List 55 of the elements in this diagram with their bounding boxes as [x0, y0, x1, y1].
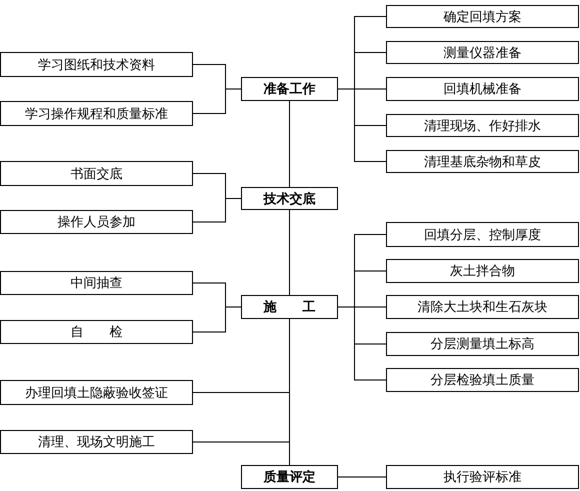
- task-label: 测量仪器准备: [444, 44, 522, 62]
- task-label: 清理基底杂物和草皮: [424, 154, 541, 170]
- task-box: [0, 380, 193, 405]
- task-box: [386, 77, 579, 101]
- task-box: [386, 41, 579, 64]
- task-box: [386, 222, 579, 247]
- task-label: 学习操作规程和质量标准: [25, 106, 168, 122]
- task-box: [0, 161, 193, 186]
- task-label: 办理回填土隐蔽验收签证: [25, 384, 168, 402]
- task-box: [0, 271, 193, 295]
- stage-label: 施 工: [264, 299, 316, 316]
- stage-label: 准备工作: [264, 81, 316, 98]
- connector-line: [289, 318, 290, 466]
- connector-line: [289, 100, 290, 188]
- connector-line: [192, 198, 242, 222]
- task-box: [0, 210, 193, 234]
- task-label: 回填分层、控制厚度: [424, 226, 541, 244]
- task-box: [386, 295, 579, 319]
- connector-line: [289, 210, 290, 296]
- task-label: 确定回填方案: [444, 8, 522, 26]
- task-box: [386, 259, 579, 283]
- task-label: 书面交底: [70, 166, 122, 182]
- task-label: 自 检: [70, 324, 122, 341]
- task-label: 分层测量填土标高: [430, 336, 534, 353]
- stage-box: [241, 77, 338, 101]
- task-box: [386, 114, 579, 137]
- task-label: 清理现场、作好排水: [424, 118, 541, 134]
- stage-box: [241, 295, 338, 319]
- stage-label: 质量评定: [264, 468, 316, 486]
- task-label: 操作人员参加: [58, 214, 136, 231]
- task-box: [0, 52, 193, 77]
- task-box: [386, 332, 579, 356]
- task-label: 清理、现场文明施工: [38, 434, 155, 451]
- stage-box: [241, 465, 338, 489]
- connector-line: [338, 88, 386, 162]
- connector-line: [192, 88, 242, 114]
- task-box: [386, 465, 579, 489]
- task-label: 灰土拌合物: [450, 263, 515, 280]
- connector-line: [338, 306, 386, 380]
- task-label: 清除大土块和生石灰块: [418, 299, 548, 316]
- connector-line: [338, 476, 386, 478]
- task-label: 回填机械准备: [444, 81, 522, 98]
- task-label: 学习图纸和技术资料: [38, 56, 155, 74]
- task-label: 分层检验填土质量: [430, 372, 534, 389]
- connector-line: [192, 306, 242, 332]
- task-box: [0, 101, 193, 126]
- task-box: [0, 320, 193, 344]
- task-box: [386, 368, 579, 392]
- task-label: 中间抽查: [70, 275, 122, 292]
- stage-label: 技术交底: [264, 190, 316, 208]
- task-box: [386, 150, 579, 173]
- task-box: [0, 430, 193, 454]
- task-label: 执行验评标准: [444, 469, 522, 486]
- task-box: [386, 5, 579, 28]
- stage-box: [241, 187, 338, 210]
